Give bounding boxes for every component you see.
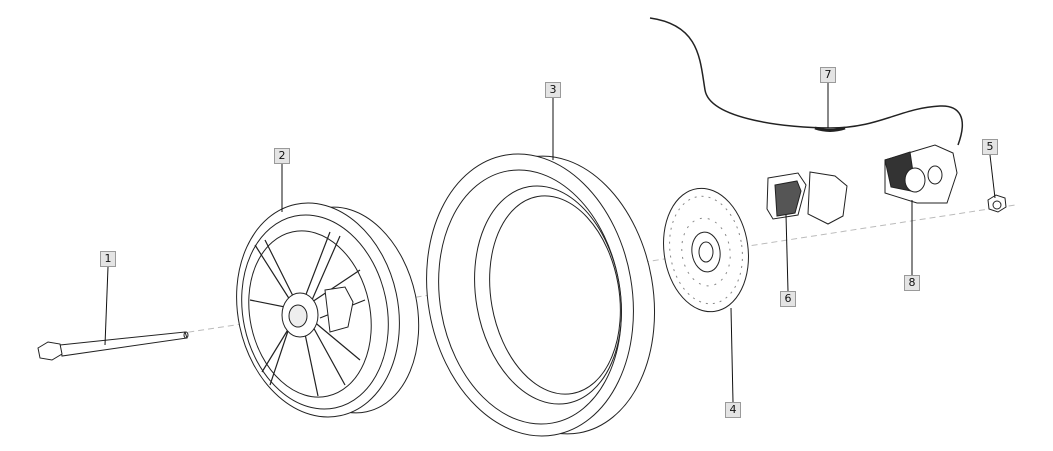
callout-1[interactable]: 1 [100, 251, 116, 267]
callout-5[interactable]: 5 [982, 139, 998, 155]
wheel-rim-part [236, 202, 420, 418]
callout-3[interactable]: 3 [545, 82, 561, 98]
brake-hose-part [649, 17, 963, 146]
callout-7[interactable]: 7 [820, 67, 836, 83]
axle-part [37, 331, 189, 361]
nut-part [987, 194, 1007, 213]
brake-pads-part [766, 171, 848, 225]
callout-8[interactable]: 8 [904, 275, 920, 291]
tire-part [426, 153, 656, 437]
callout-4[interactable]: 4 [725, 402, 741, 418]
callout-6[interactable]: 6 [780, 291, 796, 307]
brake-caliper-part [884, 144, 958, 204]
callout-2[interactable]: 2 [274, 148, 290, 164]
brake-disc-part [663, 187, 749, 313]
leader-lines [104, 83, 996, 403]
